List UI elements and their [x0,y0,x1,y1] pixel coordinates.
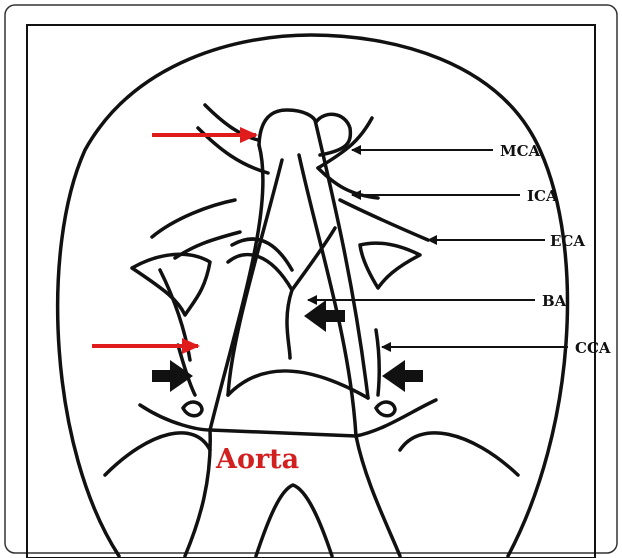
label-mca: MCA [500,142,541,160]
inner-cross-1 [228,255,292,290]
right-loop [360,243,420,288]
label-eca: ECA [550,232,585,250]
aorta-lower-arch [256,485,332,556]
aorta-left-wall [185,430,210,556]
basilar-right-wall [299,155,356,436]
right-eca-branch [340,200,428,240]
label-ba: BA [542,292,567,310]
left-small-loop [183,402,202,416]
label-aorta: Aorta [215,444,299,475]
right-small-loop [376,402,395,416]
outer-silhouette [58,35,568,556]
arch-inner [228,371,368,398]
black-arrow-icon [152,360,193,392]
aorta-right-wall [356,436,400,556]
left-ica-branch [152,200,235,237]
left-subclavian [140,405,210,430]
right-subclavian-2 [400,433,518,475]
right-cca [376,330,379,395]
outer-frame [5,5,617,553]
right-subclavian [356,400,436,436]
arch-top [210,430,356,436]
label-cca: CCA [575,339,611,357]
left-loop [132,254,210,315]
basilar-left-inner [228,160,282,395]
label-ica: ICA [527,187,558,205]
black-arrow-icon [382,360,423,392]
left-subclavian-2 [105,433,210,475]
basilar-tip [259,110,316,145]
inner-cross-2 [287,290,292,358]
